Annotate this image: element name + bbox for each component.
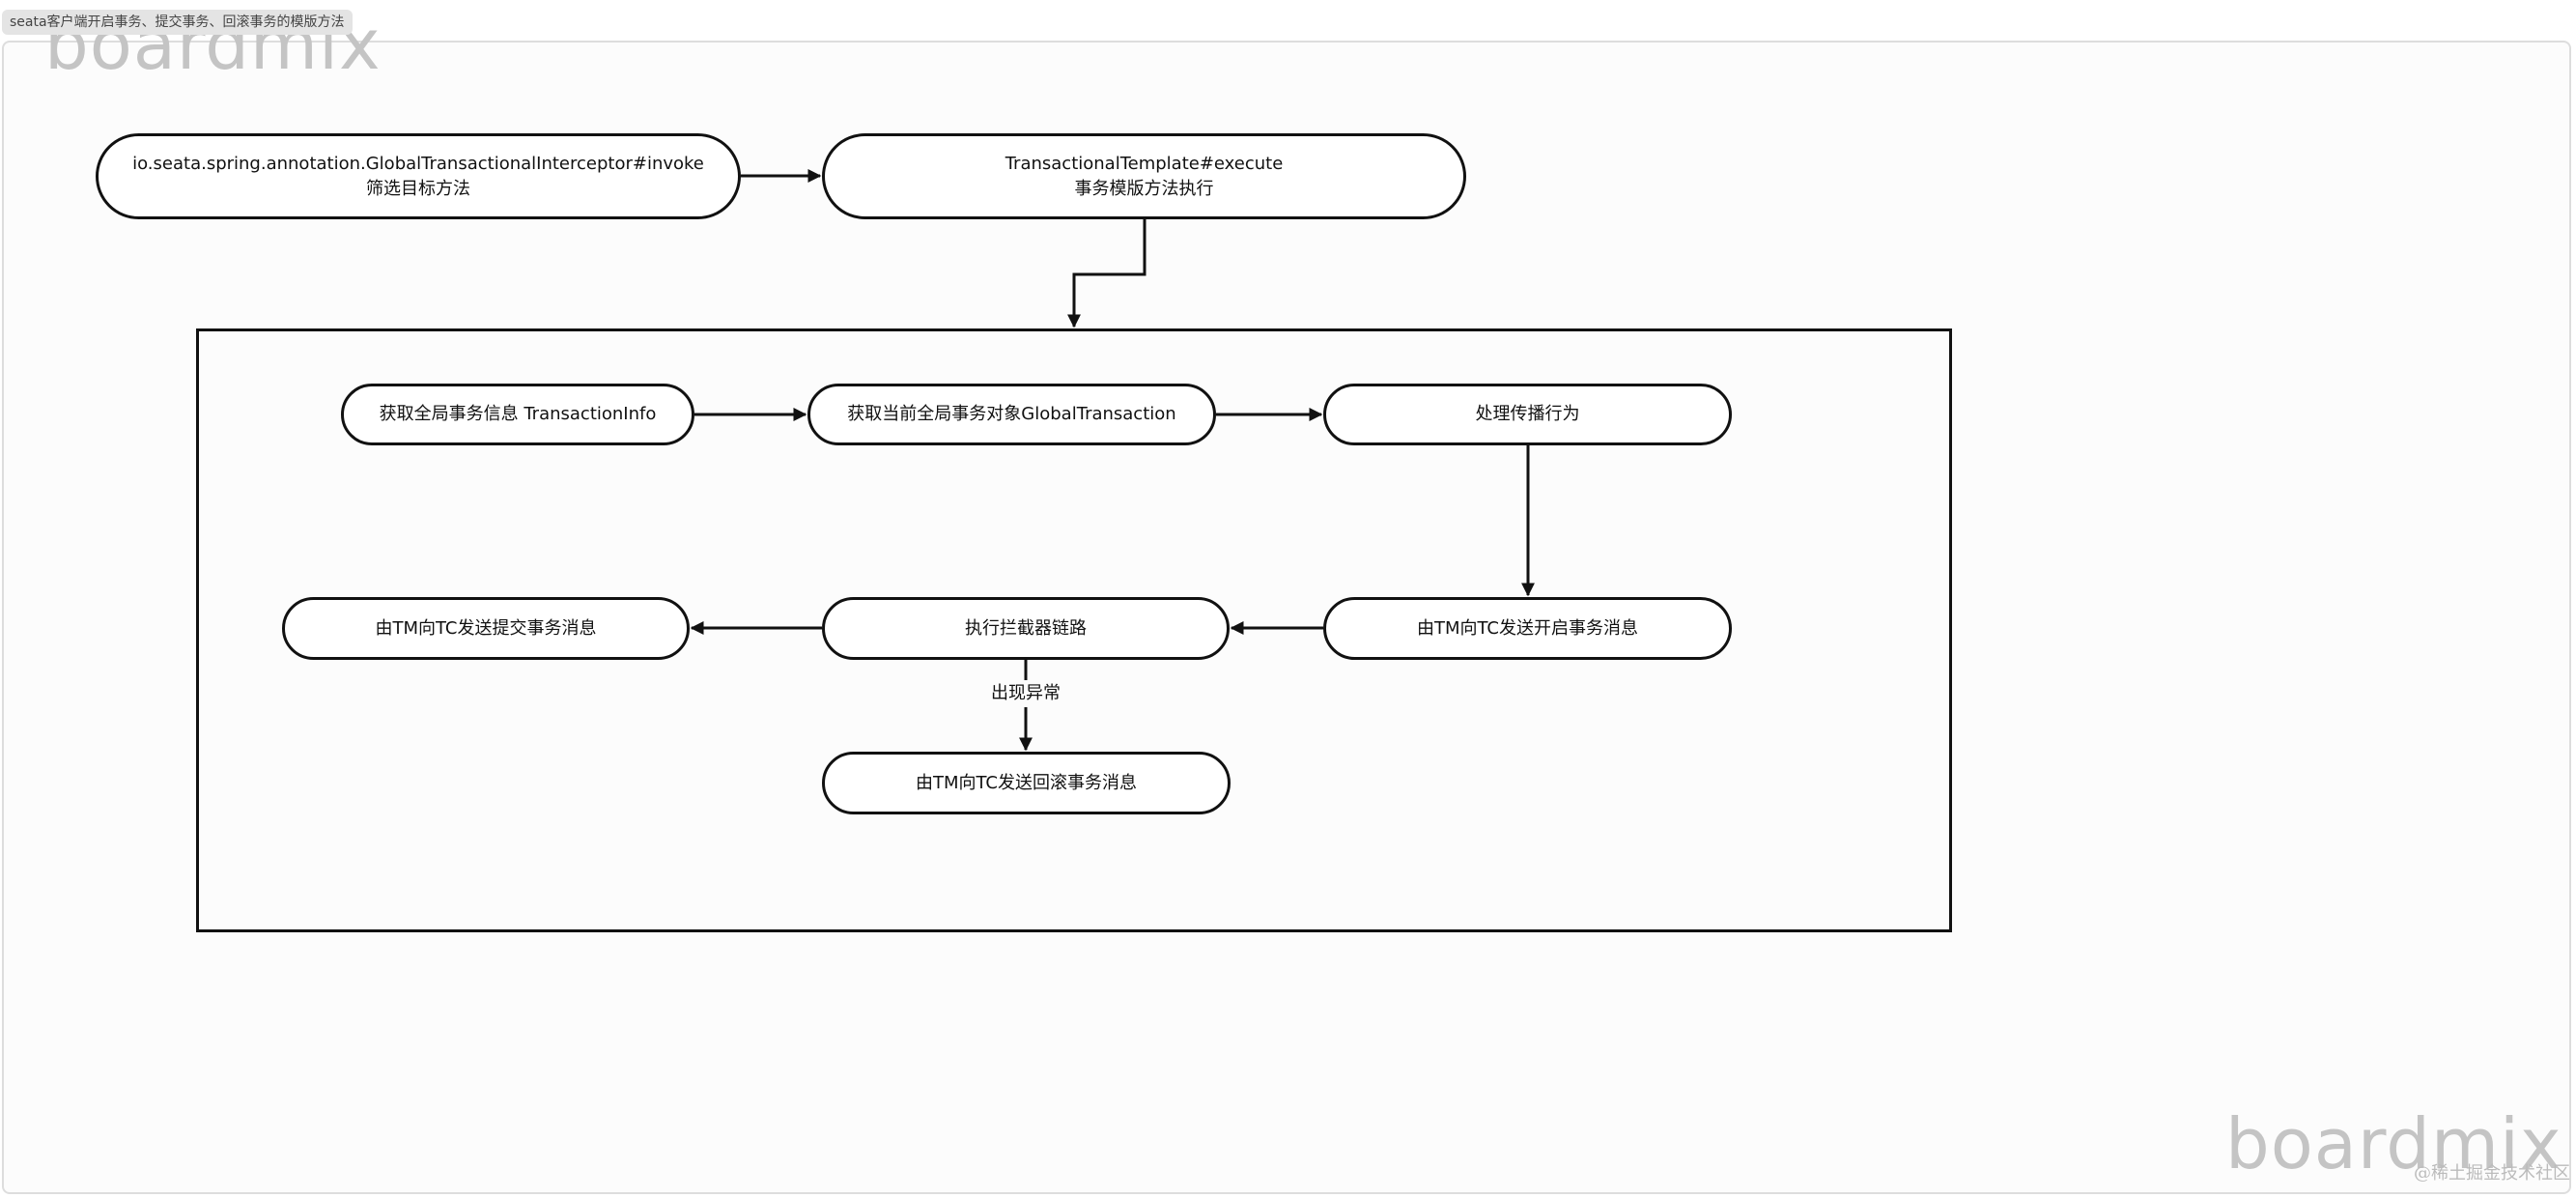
watermark-bottom: boardmix — [2225, 1103, 2562, 1184]
frame-title[interactable]: seata客户端开启事务、提交事务、回滚事务的模版方法 — [2, 10, 353, 35]
template-steps-group — [196, 328, 1952, 932]
node-template-execute[interactable]: TransactionalTemplate#execute 事务模版方法执行 — [822, 133, 1466, 219]
node-propagation[interactable]: 处理传播行为 — [1323, 384, 1732, 445]
node-rollback-message[interactable]: 由TM向TC发送回滚事务消息 — [822, 752, 1231, 814]
node-get-info-label: 获取全局事务信息 TransactionInfo — [379, 404, 657, 424]
node-interceptor-line1: io.seata.spring.annotation.GlobalTransac… — [132, 153, 704, 174]
node-get-global-transaction[interactable]: 获取当前全局事务对象GlobalTransaction — [807, 384, 1216, 445]
node-begin-label: 由TM向TC发送开启事务消息 — [1416, 617, 1639, 639]
node-rollback-label: 由TM向TC发送回滚事务消息 — [915, 772, 1138, 793]
node-get-transaction-info[interactable]: 获取全局事务信息 TransactionInfo — [341, 384, 694, 445]
edge-label-exception: 出现异常 — [991, 680, 1061, 707]
community-watermark: @稀土掘金技术社区 — [2414, 1163, 2570, 1184]
node-commit-label: 由TM向TC发送提交事务消息 — [375, 617, 597, 639]
node-get-tx-label: 获取当前全局事务对象GlobalTransaction — [847, 404, 1176, 424]
node-chain-label: 执行拦截器链路 — [965, 617, 1087, 639]
node-template-line1: TransactionalTemplate#execute — [1005, 153, 1284, 174]
node-template-line2: 事务模版方法执行 — [1074, 178, 1214, 199]
node-commit-message[interactable]: 由TM向TC发送提交事务消息 — [282, 597, 690, 660]
node-interceptor-line2: 筛选目标方法 — [366, 178, 470, 199]
node-propagation-label: 处理传播行为 — [1475, 404, 1580, 424]
node-begin-message[interactable]: 由TM向TC发送开启事务消息 — [1323, 597, 1732, 660]
edge-template-to-group — [1067, 219, 1146, 328]
node-interceptor-chain[interactable]: 执行拦截器链路 — [822, 597, 1230, 660]
node-interceptor-invoke[interactable]: io.seata.spring.annotation.GlobalTransac… — [96, 133, 741, 219]
